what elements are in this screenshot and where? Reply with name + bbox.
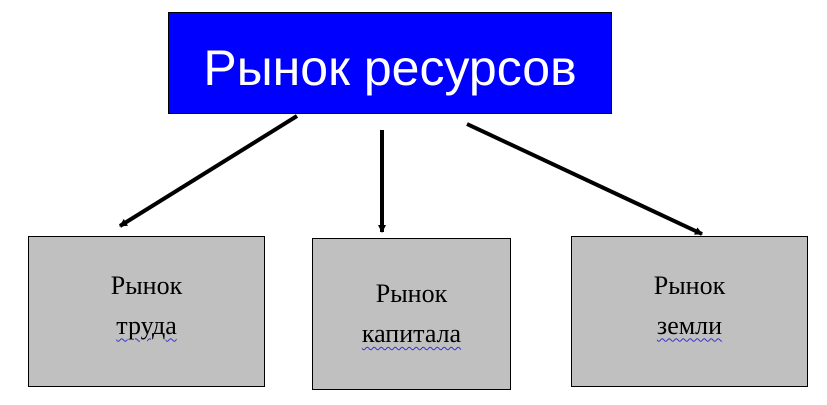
arrow-to-land-market bbox=[466, 122, 703, 236]
capital-market-label-line2: капитала bbox=[361, 319, 462, 348]
root-node-box: Рынок ресурсов bbox=[168, 12, 612, 114]
labor-market-box: Рынок труда bbox=[28, 236, 265, 387]
labor-market-label-line1: Рынок bbox=[110, 270, 183, 300]
land-market-label-line1: Рынок bbox=[653, 270, 726, 300]
land-market-box: Рынок земли bbox=[571, 236, 808, 387]
capital-market-box: Рынок капитала bbox=[312, 238, 511, 390]
land-market-label-line2: земли bbox=[656, 310, 723, 340]
capital-market-label-line1: Рынок bbox=[375, 279, 448, 308]
arrow-to-labor-market bbox=[118, 114, 299, 228]
root-node-label: Рынок ресурсов bbox=[203, 40, 577, 96]
labor-market-label-line2: труда bbox=[116, 310, 177, 340]
